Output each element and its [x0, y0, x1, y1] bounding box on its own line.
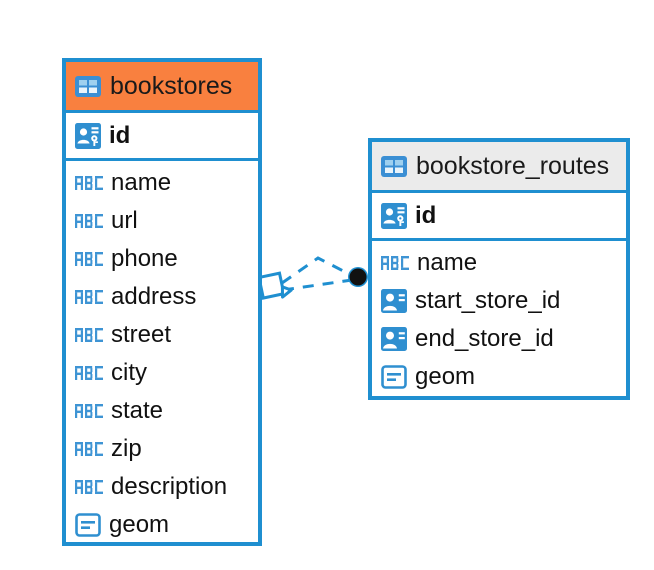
- field-row-phone[interactable]: phone: [66, 240, 258, 278]
- geometry-icon: [75, 513, 101, 537]
- field-row-zip[interactable]: zip: [66, 430, 258, 468]
- field-label-phone: phone: [111, 245, 178, 272]
- primary-key-icon: [381, 202, 407, 229]
- abc-text-icon: [75, 176, 103, 190]
- entity-key-band-bookstore-routes: id: [372, 190, 626, 241]
- entity-title-bookstores: bookstores: [110, 71, 233, 100]
- entity-bookstore-routes[interactable]: bookstore_routes id: [368, 138, 630, 400]
- field-label-name: name: [111, 169, 172, 196]
- field-row-city[interactable]: city: [66, 354, 258, 392]
- target-marker-filled-circle: [348, 267, 368, 287]
- abc-text-icon: [381, 256, 409, 270]
- field-label-start-store-id: start_store_id: [415, 287, 561, 314]
- entity-header-bookstores[interactable]: bookstores: [66, 62, 258, 110]
- field-label-end-store-id: end_store_id: [415, 325, 554, 352]
- field-label-street: street: [111, 321, 172, 348]
- field-row-url[interactable]: url: [66, 202, 258, 240]
- abc-text-icon: [75, 290, 103, 304]
- abc-text-icon: [75, 366, 103, 380]
- field-row-id[interactable]: id: [372, 193, 626, 238]
- table-icon: [75, 75, 101, 97]
- field-label-description: description: [111, 473, 228, 500]
- entity-bookstores[interactable]: bookstores id: [62, 58, 262, 546]
- field-label-url: url: [111, 207, 138, 234]
- field-label-id: id: [415, 201, 437, 229]
- field-label-geom: geom: [109, 511, 170, 538]
- relationship-line-lower: [282, 278, 353, 292]
- field-label-address: address: [111, 283, 197, 310]
- entity-key-band-bookstores: id: [66, 110, 258, 161]
- foreign-key-icon: [381, 289, 407, 313]
- abc-text-icon: [75, 328, 103, 342]
- field-row-address[interactable]: address: [66, 278, 258, 316]
- entity-header-bookstore-routes[interactable]: bookstore_routes: [372, 142, 626, 190]
- source-marker-zero-or-many: [257, 271, 293, 300]
- entity-field-list-bookstore-routes: name start_store_id: [372, 241, 626, 401]
- field-row-state[interactable]: state: [66, 392, 258, 430]
- field-row-geom[interactable]: geom: [66, 506, 258, 544]
- field-row-geom[interactable]: geom: [372, 358, 626, 396]
- field-row-street[interactable]: street: [66, 316, 258, 354]
- field-label-city: city: [111, 359, 147, 386]
- field-row-name[interactable]: name: [66, 164, 258, 202]
- entity-title-bookstore-routes: bookstore_routes: [416, 151, 610, 180]
- field-label-geom: geom: [415, 363, 476, 390]
- abc-text-icon: [75, 442, 103, 456]
- field-row-id[interactable]: id: [66, 113, 258, 158]
- foreign-key-icon: [381, 327, 407, 351]
- field-label-state: state: [111, 397, 164, 424]
- abc-text-icon: [75, 480, 103, 494]
- primary-key-icon: [75, 122, 101, 149]
- field-row-start-store-id[interactable]: start_store_id: [372, 282, 626, 320]
- field-row-name[interactable]: name: [372, 244, 626, 282]
- abc-text-icon: [75, 214, 103, 228]
- field-label-zip: zip: [111, 435, 142, 462]
- table-icon: [381, 155, 407, 177]
- geometry-icon: [381, 365, 407, 389]
- abc-text-icon: [75, 404, 103, 418]
- abc-text-icon: [75, 252, 103, 266]
- field-row-description[interactable]: description: [66, 468, 258, 506]
- field-label-name: name: [417, 249, 478, 276]
- field-label-id: id: [109, 121, 131, 149]
- entity-field-list-bookstores: name: [66, 161, 258, 549]
- relationship-line-upper: [281, 256, 354, 285]
- field-row-end-store-id[interactable]: end_store_id: [372, 320, 626, 358]
